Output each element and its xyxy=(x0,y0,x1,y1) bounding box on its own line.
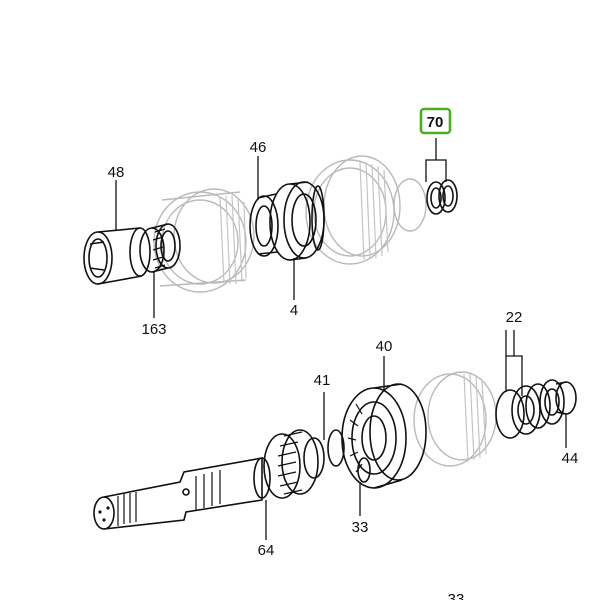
part-33-ring xyxy=(357,457,371,483)
callout-partial: 33 xyxy=(448,591,465,600)
lower-shaft-assembly xyxy=(93,330,577,540)
highlight-box xyxy=(419,107,452,135)
ghost-gear-upper-left xyxy=(153,188,255,293)
part-4-tapered-bearing xyxy=(269,181,325,261)
callout-70[interactable]: 70 xyxy=(427,114,444,131)
leader-22 xyxy=(505,330,523,396)
callout-22[interactable]: 22 xyxy=(506,309,523,326)
callout-46[interactable]: 46 xyxy=(250,139,267,156)
callout-40[interactable]: 40 xyxy=(376,338,393,355)
callout-partial-clip: 33 xyxy=(448,591,465,600)
callout-44[interactable]: 44 xyxy=(562,450,579,467)
ghost-gear-upper-right xyxy=(305,155,427,265)
part-64-main-shaft xyxy=(93,457,271,530)
part-22-bearings xyxy=(495,379,565,439)
callout-41[interactable]: 41 xyxy=(314,372,331,389)
part-41-snap-ring xyxy=(327,429,345,467)
part-163-needle-bearing xyxy=(139,223,181,273)
ghost-gear-lower-right xyxy=(413,371,497,467)
part-40-synchronizer xyxy=(341,383,427,489)
shaft-splined-gear xyxy=(263,429,325,499)
leader-70 xyxy=(425,138,447,182)
callout-48[interactable]: 48 xyxy=(108,164,125,181)
part-70-shims xyxy=(426,179,458,215)
callout-64[interactable]: 64 xyxy=(258,542,275,559)
callout-33[interactable]: 33 xyxy=(352,519,369,536)
callout-163[interactable]: 163 xyxy=(141,321,166,338)
part-46-bearing-ring xyxy=(249,193,279,257)
upper-shaft-assembly xyxy=(83,138,458,318)
callout-4[interactable]: 4 xyxy=(290,302,298,319)
part-48-sleeve xyxy=(83,227,151,285)
